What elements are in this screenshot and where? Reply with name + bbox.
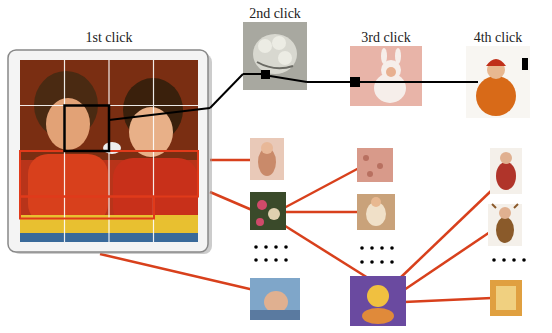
picture-area: [243, 22, 307, 90]
picture-area: [466, 46, 530, 118]
step-label: 4th click: [474, 30, 523, 45]
click-heading: 3rd click: [350, 30, 422, 46]
result-images-col2: [250, 138, 300, 320]
image-node: 2nd click: [243, 6, 307, 90]
pumpkin-photo: [466, 46, 530, 118]
step-label: 2nd click: [249, 6, 301, 21]
sculpture-photo: [243, 22, 307, 90]
bunny-photo: [350, 46, 422, 106]
click-heading: 4th click: [466, 30, 530, 46]
click-connector: [307, 81, 350, 83]
image-node: 3rd click: [350, 30, 422, 106]
step-label: 3rd click: [361, 30, 410, 45]
click-connector: [210, 74, 243, 108]
step-label: 1st click: [85, 30, 132, 45]
picture-area: [350, 46, 422, 106]
click-heading: 1st click: [8, 30, 210, 50]
image-node: 4th click: [466, 30, 530, 118]
image-node: 1st click: [8, 30, 210, 254]
result-images-col4: [488, 148, 526, 316]
click-connector: [422, 81, 466, 83]
result-images-col3: [350, 148, 406, 326]
grid-photo: [8, 50, 212, 254]
click-heading: 2nd click: [243, 6, 307, 22]
picture-area: [8, 50, 210, 254]
